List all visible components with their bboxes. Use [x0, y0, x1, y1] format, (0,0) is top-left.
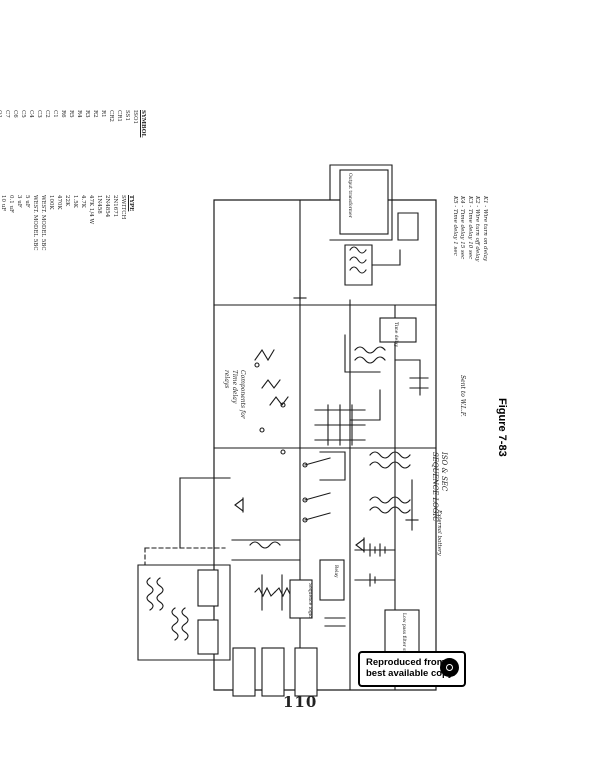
- relay-legend-item: K2 - Wire turn off delay: [474, 196, 481, 262]
- parts-list-type-item: 22K: [64, 195, 70, 207]
- relay-legend-item: K1 - Wire turn on delay: [482, 196, 488, 262]
- stamp-line1: Reproduced from: [366, 657, 446, 668]
- relay-legend-item: K5 - Time delay 1 sec: [452, 196, 458, 256]
- parts-list-symbol-item: SS1: [124, 110, 130, 121]
- parts-list-type-item: 1.5K: [72, 195, 78, 208]
- parts-list-type-item: 5 uF: [24, 195, 30, 208]
- stamp-line2: best available copy.: [366, 668, 456, 679]
- parts-list-type-item: 470K: [56, 195, 62, 210]
- parts-list-type-item: 100K: [48, 195, 54, 210]
- parts-list-type-item: 0.1 uF: [8, 195, 14, 213]
- label-relay: Relay: [333, 565, 338, 578]
- parts-list-symbol-item: C6: [12, 110, 18, 118]
- parts-list-symbol-item: C7: [4, 110, 10, 118]
- parts-list-symbol-item: Q1: [0, 110, 2, 119]
- parts-list-type-item: 2N1671: [112, 195, 118, 218]
- parts-list-symbol-item: C4: [28, 110, 34, 118]
- relay-legend-item: K4 - Time delay 15 sec: [459, 196, 466, 260]
- parts-list-type-item: WEST. MODEL 5BC: [40, 195, 46, 251]
- parts-list-symbol-item: C1: [52, 110, 58, 118]
- parts-list-symbol-item: R6: [60, 110, 66, 118]
- seal-icon: [440, 658, 459, 677]
- schematic-frame: [213, 199, 437, 691]
- parts-list-symbol-item: R5: [68, 110, 74, 118]
- label-time-delay: Time delay: [393, 322, 398, 348]
- parts-list-type-item: 4.7K: [80, 195, 86, 208]
- parts-list-type-item: 47K 1/4 W: [88, 195, 94, 225]
- parts-list-symbol-item: CR1: [116, 110, 122, 122]
- parts-list-symbol-item: C2: [44, 110, 50, 118]
- component-note-line1: Components for: [239, 370, 246, 419]
- parts-list-symbol-item: R2: [92, 110, 98, 118]
- parts-list-symbol-header: SYMBOL: [140, 110, 146, 138]
- parts-list-type-item: 2N4854: [104, 195, 110, 218]
- parts-list-type-item: 10 uF: [0, 195, 6, 212]
- parts-list-symbol-item: R4: [76, 110, 82, 118]
- stamp-text: Reproduced from best available copy.: [366, 657, 455, 679]
- parts-list-symbol-item: R3: [84, 110, 90, 118]
- parts-list-symbol-item: C5: [20, 110, 26, 118]
- parts-list-type-item: 3 uF: [16, 195, 22, 208]
- label-output-transformer: Output transformer: [347, 173, 352, 218]
- power-block-right: [339, 169, 389, 235]
- parts-list-symbol-item: ISO1: [132, 110, 138, 124]
- component-note-line2: Time delay: [231, 370, 238, 404]
- parts-list-type-header: TYPE: [128, 195, 134, 212]
- sign-text: Sent to W.L.F.: [459, 375, 466, 417]
- label-external-battery: External battery: [436, 510, 442, 556]
- label-sequence-logic: Sequence logic: [307, 583, 312, 618]
- reproduction-stamp: Reproduced from best available copy.: [358, 651, 466, 687]
- sign-note: Sent to W.L.F.: [459, 375, 466, 417]
- parts-list-symbol-item: C3: [36, 110, 42, 118]
- parts-list-type-item: SWITCH: [120, 195, 126, 220]
- component-note-line3: relays: [223, 370, 230, 389]
- figure-caption: Figure 7-83: [496, 398, 508, 457]
- relay-legend-item: K3 - Time delay 10 sec: [467, 196, 473, 260]
- component-note: Components for Time delay relays: [222, 370, 246, 419]
- parts-list-type-item: WEST. MODEL 5BC: [32, 195, 38, 251]
- page-number: 110: [283, 693, 318, 711]
- parts-list-symbol-item: R1: [100, 110, 106, 118]
- parts-list-symbol-item: CR2: [108, 110, 114, 122]
- parts-list-type-item: 1N458: [96, 195, 102, 214]
